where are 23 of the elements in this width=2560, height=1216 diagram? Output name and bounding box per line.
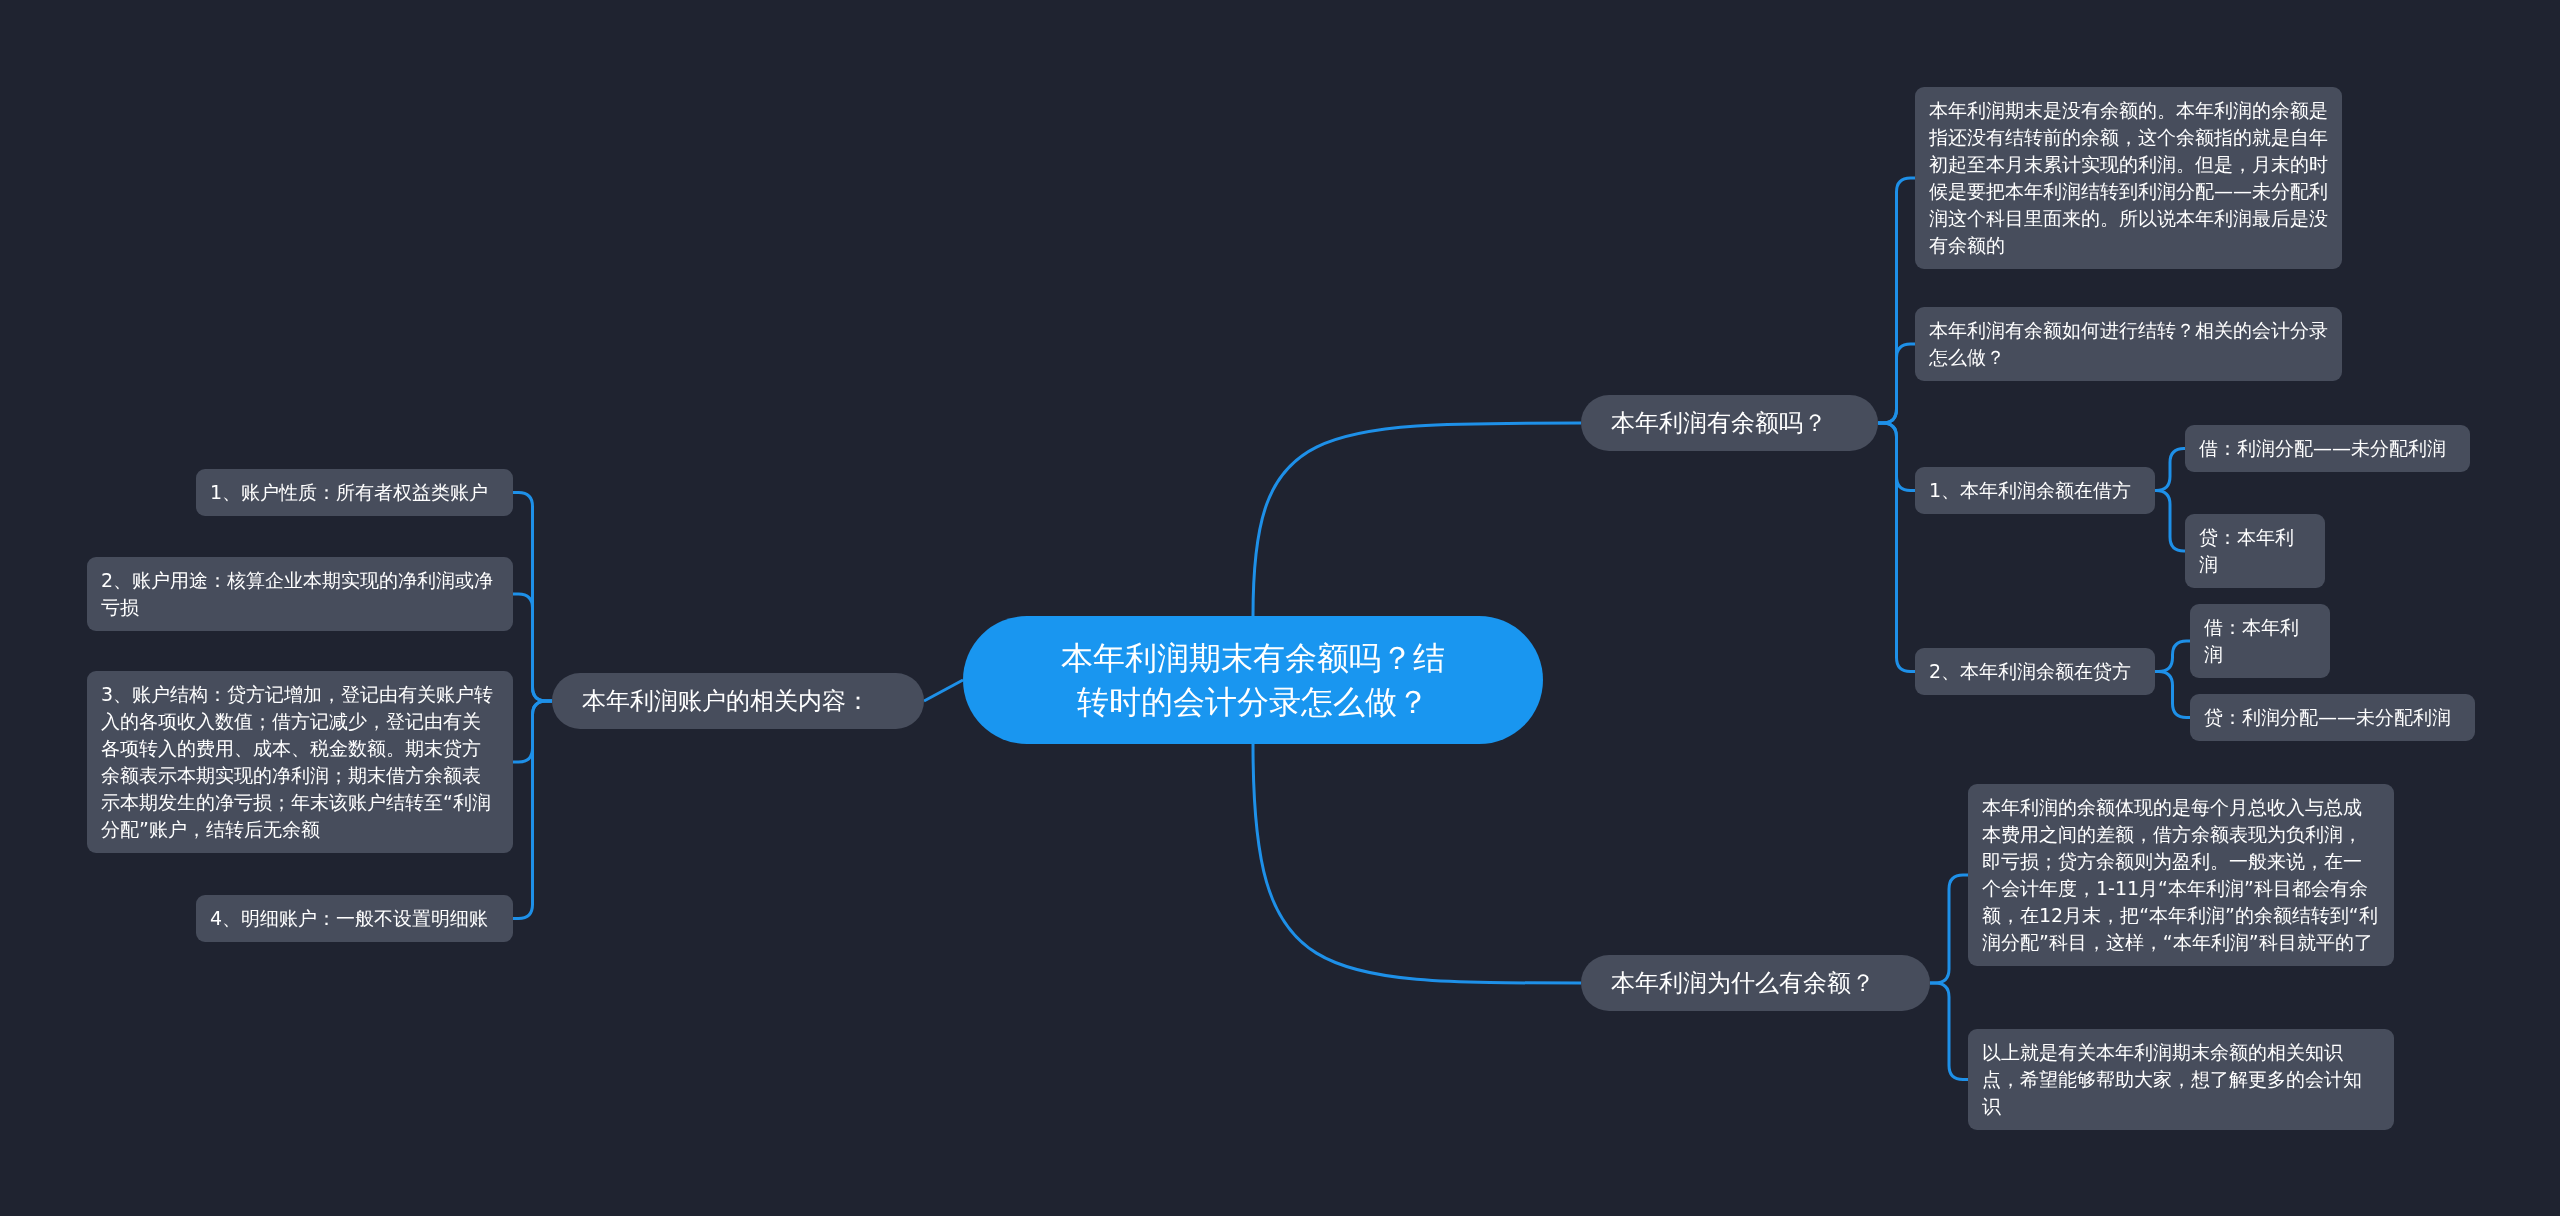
note-box: 1、本年利润余额在借方 [1915, 467, 2155, 514]
note-box: 3、账户结构：贷方记增加，登记由有关账户转入的各项收入数值；借方记减少，登记由有关各项转入的费用、成本、税金数额。期末贷方余额表示本期实现的净利润；期末借方余额表示本期发生的净亏损；年末该账户结转至“利润分配”账户，结转后无余额 [87, 671, 513, 853]
note-box: 本年利润的余额体现的是每个月总收入与总成本费用之间的差额，借方余额表现为负利润，即亏损；贷方余额则为盈利。一般来说，在一个会计年度，1-11月“本年利润”科目都会有余额，在12月末，把“本年利润”的余额结转到“利润分配”科目，这样，“本年利润”科目就平的了 [1968, 784, 2394, 966]
connector-line [2154, 489, 2186, 553]
connector-line [923, 678, 964, 703]
connector-line [1251, 743, 1581, 985]
note-box: 借：利润分配——未分配利润 [2185, 425, 2470, 472]
note-box: 贷：利润分配——未分配利润 [2190, 694, 2475, 741]
note-box: 贷：本年利润 [2185, 514, 2325, 588]
note-box: 4、明细账户：一般不设置明细账 [196, 895, 513, 942]
note-box: 借：本年利润 [2190, 604, 2330, 678]
connector-line [1930, 981, 1968, 1081]
connector-line [1251, 421, 1581, 617]
note-box: 本年利润期末是没有余额的。本年利润的余额是指还没有结转前的余额，这个余额指的就是自年初起至本月末累计实现的利润。但是，月末的时候是要把本年利润结转到利润分配——未分配利润这个科目里面来的。所以说本年利润最后是没有余额的 [1915, 87, 2342, 269]
central-topic: 本年利润期末有余额吗？结转时的会计分录怎么做？ [963, 616, 1543, 744]
topic-box: 本年利润为什么有余额？ [1581, 955, 1930, 1011]
topic-box: 本年利润有余额吗？ [1581, 395, 1878, 451]
note-box: 本年利润有余额如何进行结转？相关的会计分录怎么做？ [1915, 307, 2342, 381]
note-box: 以上就是有关本年利润期末余额的相关知识点，希望能够帮助大家，想了解更多的会计知识 [1968, 1029, 2394, 1130]
note-box: 2、账户用途：核算企业本期实现的净利润或净亏损 [87, 557, 513, 631]
note-box: 2、本年利润余额在贷方 [1915, 648, 2155, 695]
note-box: 1、账户性质：所有者权益类账户 [196, 469, 513, 516]
topic-box: 本年利润账户的相关内容： [552, 673, 924, 729]
